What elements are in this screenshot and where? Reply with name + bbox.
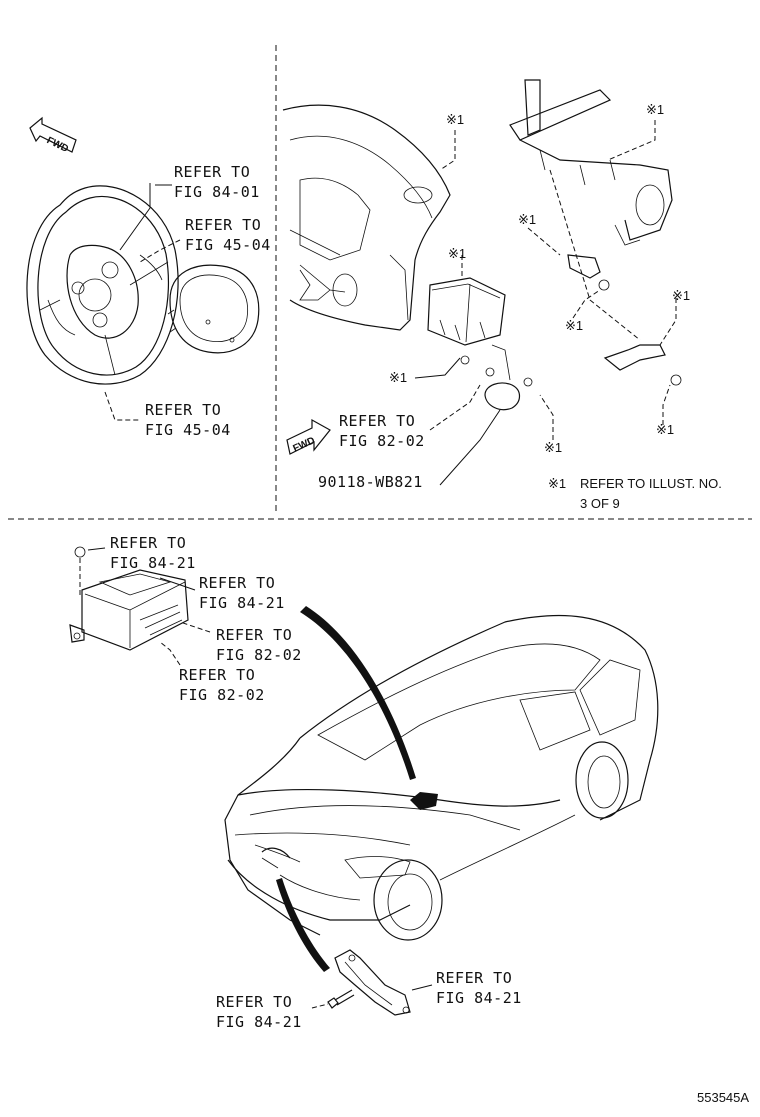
part-number: 90118-WB821 [318,473,423,491]
callout-refer-45-04-top: REFER TO FIG 45-04 [185,216,271,254]
small-bracket-1 [567,254,610,291]
note-mark: ※1 [656,422,674,437]
small-bracket-2 [603,344,682,386]
bracket-assembly [460,344,533,411]
svg-text:REFER TO: REFER TO [174,163,250,181]
svg-text:REFER TO: REFER TO [185,216,261,234]
svg-text:REFER TO ILLUST. NO.: REFER TO ILLUST. NO. [580,476,722,491]
location-pointer-sensor [276,878,330,972]
svg-text:REFER TO: REFER TO [216,626,292,644]
svg-text:REFER TO: REFER TO [436,969,512,987]
svg-text:REFER TO: REFER TO [110,534,186,552]
svg-text:FIG 82-02: FIG 82-02 [339,432,425,450]
svg-text:REFER TO: REFER TO [179,666,255,684]
callout-refer-84-21-a: REFER TO FIG 84-21 [110,534,196,572]
svg-text:FIG 82-02: FIG 82-02 [216,646,302,664]
knee-airbag-module [427,277,506,346]
note-mark: ※1 [389,370,407,385]
note-mark: ※1 [646,102,664,117]
svg-text:3 OF 9: 3 OF 9 [580,496,620,511]
callout-refer-82-02-a: REFER TO FIG 82-02 [216,626,302,664]
leader-82-02 [429,384,481,431]
callout-refer-82-02-b: REFER TO FIG 82-02 [179,666,265,704]
sensor-bolt [327,989,355,1009]
svg-text:REFER TO: REFER TO [145,401,221,419]
svg-text:REFER TO: REFER TO [199,574,275,592]
vehicle-body [224,614,659,941]
steering-support-beam [509,79,673,246]
svg-text:FIG 84-01: FIG 84-01 [174,183,260,201]
leader-part-number [439,409,501,486]
callout-refer-45-04-bottom: REFER TO FIG 45-04 [145,401,231,439]
note-legend: ※1 REFER TO ILLUST. NO. 3 OF 9 [548,476,722,511]
leader-84-01 [119,183,151,251]
front-impact-sensor [334,949,411,1016]
leader-45-04-bottom [104,391,140,421]
svg-text:FIG 45-04: FIG 45-04 [185,236,271,254]
steering-wheel [26,185,179,385]
svg-text:FIG 82-02: FIG 82-02 [179,686,265,704]
callout-refer-84-21-b: REFER TO FIG 84-21 [199,574,285,612]
location-pointer-unit [300,606,416,780]
svg-text:※1: ※1 [548,476,566,491]
illustration-id: 553545A [697,1090,749,1105]
svg-text:FIG 84-21: FIG 84-21 [110,554,196,572]
callout-refer-84-01: REFER TO FIG 84-01 [174,163,260,201]
svg-text:REFER TO: REFER TO [339,412,415,430]
fwd-arrow-dash: FWD [286,418,331,455]
airbag-control-unit [69,546,189,651]
note-mark: ※1 [544,440,562,455]
note-mark: ※1 [446,112,464,127]
airbag-pad [167,264,260,354]
note-mark: ※1 [672,288,690,303]
svg-text:FIG 45-04: FIG 45-04 [145,421,231,439]
callout-refer-84-21-d: REFER TO FIG 84-21 [216,993,302,1031]
note-mark: ※1 [565,318,583,333]
instrument-panel [282,104,451,331]
callout-refer-82-02-dash: REFER TO FIG 82-02 [339,412,425,450]
note-mark: ※1 [448,246,466,261]
svg-text:FIG 84-21: FIG 84-21 [436,989,522,1007]
svg-text:REFER TO: REFER TO [216,993,292,1011]
fwd-arrow-steering: FWD [29,116,77,155]
svg-text:FIG 84-21: FIG 84-21 [216,1013,302,1031]
callout-refer-84-21-c: REFER TO FIG 84-21 [436,969,522,1007]
svg-text:FIG 84-21: FIG 84-21 [199,594,285,612]
leader-45-04-top [139,239,181,263]
note-mark: ※1 [518,212,536,227]
